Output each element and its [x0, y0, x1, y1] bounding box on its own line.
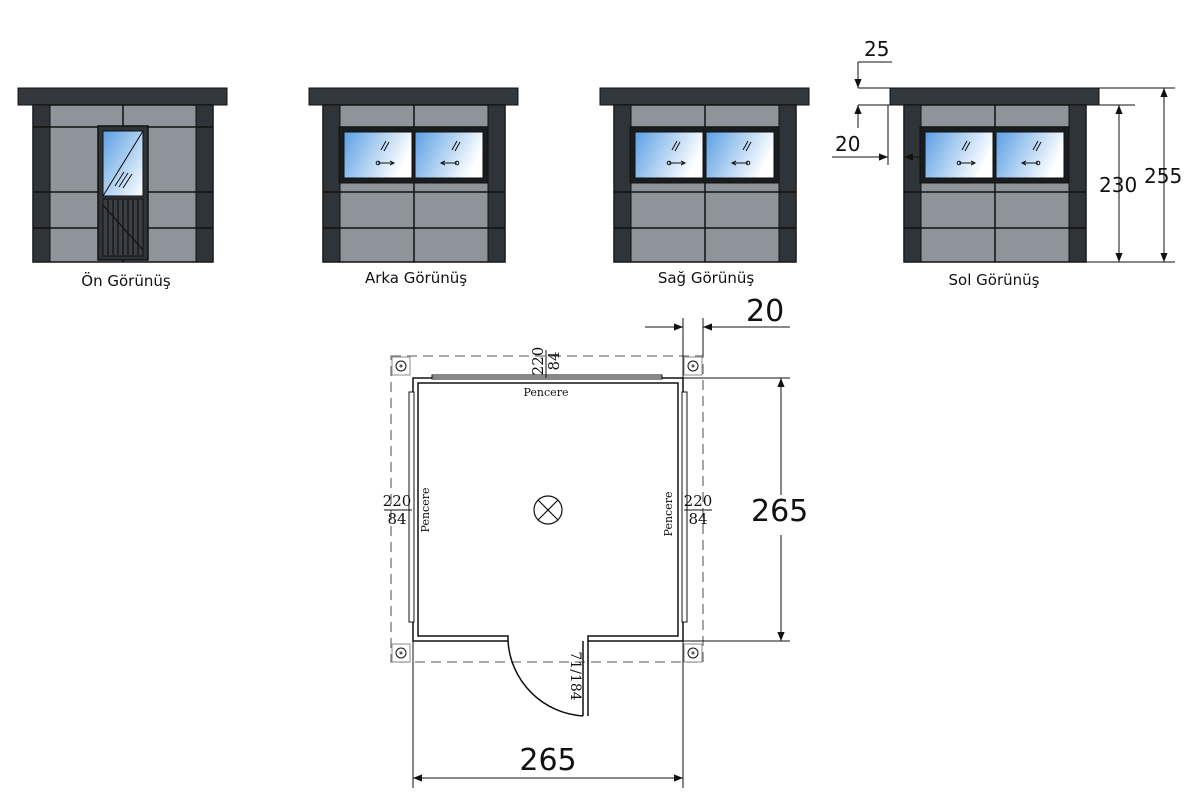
corner-column-left: [903, 104, 922, 263]
plan-window-right: [681, 391, 688, 623]
roof-overhang-dimension: 25: [864, 37, 889, 61]
back-view-caption: Arka Görünüş: [365, 269, 467, 287]
corner-column-right: [1068, 104, 1087, 263]
front-elevation: Ön Görünüş: [17, 87, 228, 290]
top-window-height: 84: [545, 351, 563, 370]
right-window-label: Pencere: [662, 492, 675, 537]
corner-foot-markers: [391, 356, 703, 663]
right-elevation: Sağ Görünüş: [599, 87, 810, 287]
corner-column-right: [487, 104, 506, 263]
total-height-dimension: 255: [1144, 164, 1182, 188]
roof-slab: [599, 87, 810, 106]
corner-column-right: [778, 104, 797, 263]
roof-slab: [889, 87, 1100, 106]
left-window-label: Pencere: [419, 488, 432, 533]
foundation-outline: [390, 355, 704, 663]
right-window-width: 220: [684, 492, 713, 510]
front-view-caption: Ön Görünüş: [81, 271, 171, 290]
plan-window-top: [431, 374, 663, 380]
sliding-window: [338, 126, 489, 184]
right-window-height: 84: [688, 510, 707, 528]
plan-window-left: [408, 391, 415, 623]
plan-dimension-lines: [412, 318, 790, 788]
ceiling-light-symbol: [533, 495, 563, 525]
window-offset-dimension: 20: [835, 132, 860, 156]
sliding-window: [919, 126, 1070, 184]
roof-slab: [17, 87, 228, 106]
corner-column-left: [322, 104, 341, 263]
plan-width-dimension: 265: [519, 743, 576, 778]
left-window-height: 84: [387, 510, 406, 528]
wall-height-dimension: 230: [1099, 173, 1137, 197]
right-view-caption: Sağ Görünüş: [658, 269, 754, 287]
entry-door: [97, 125, 149, 261]
left-view-caption: Sol Görünüş: [949, 271, 1040, 289]
left-elevation: Sol Görünüş 25 20 230 255: [832, 37, 1182, 289]
door-swing: [507, 640, 589, 717]
back-elevation: Arka Görünüş: [308, 87, 519, 287]
corner-column-left: [613, 104, 632, 263]
corner-column-right: [195, 104, 214, 263]
floor-plan: Pencere 220 84 Pencere 220 84 Pencere 22…: [383, 294, 808, 788]
plan-depth-dimension: 265: [751, 494, 808, 529]
roof-slab: [308, 87, 519, 106]
top-window-width: 220: [529, 347, 547, 376]
plan-offset-dimension: 20: [746, 294, 784, 329]
elevation-dimensions: [832, 61, 1175, 263]
top-window-label: Pencere: [524, 386, 569, 399]
corner-column-left: [32, 104, 51, 263]
door-size-label: 71/184: [567, 651, 583, 700]
sliding-window: [629, 126, 780, 184]
left-window-width: 220: [383, 492, 412, 510]
